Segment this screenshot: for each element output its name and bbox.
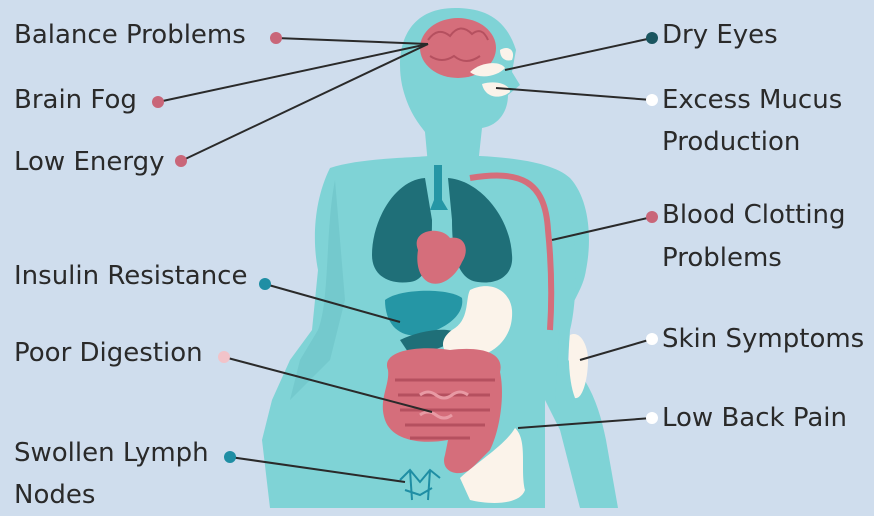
label-blood-clotting-line1: Blood Clotting	[662, 194, 846, 236]
label-balance-problems: Balance Problems	[14, 14, 246, 56]
dot-dry-eyes	[646, 32, 658, 44]
dot-clotting	[646, 211, 658, 223]
dot-brain-fog	[152, 96, 164, 108]
label-skin-symptoms: Skin Symptoms	[662, 318, 864, 360]
label-swollen-lymph-line2: Nodes	[14, 474, 95, 516]
dot-balance	[270, 32, 282, 44]
label-dry-eyes: Dry Eyes	[662, 14, 778, 56]
dot-low-energy	[175, 155, 187, 167]
dot-lymph	[224, 451, 236, 463]
dot-back	[646, 412, 658, 424]
label-blood-clotting-line2: Problems	[662, 237, 782, 279]
label-poor-digestion: Poor Digestion	[14, 332, 203, 374]
label-low-energy: Low Energy	[14, 141, 165, 183]
dot-digestion	[218, 351, 230, 363]
dot-skin	[646, 333, 658, 345]
label-excess-mucus-line2: Production	[662, 121, 800, 163]
label-brain-fog: Brain Fog	[14, 79, 137, 121]
dot-mucus	[646, 94, 658, 106]
dot-insulin	[259, 278, 271, 290]
label-swollen-lymph-line1: Swollen Lymph	[14, 432, 209, 474]
label-insulin-resistance: Insulin Resistance	[14, 255, 247, 297]
label-excess-mucus-line1: Excess Mucus	[662, 79, 842, 121]
label-low-back-pain: Low Back Pain	[662, 397, 847, 439]
